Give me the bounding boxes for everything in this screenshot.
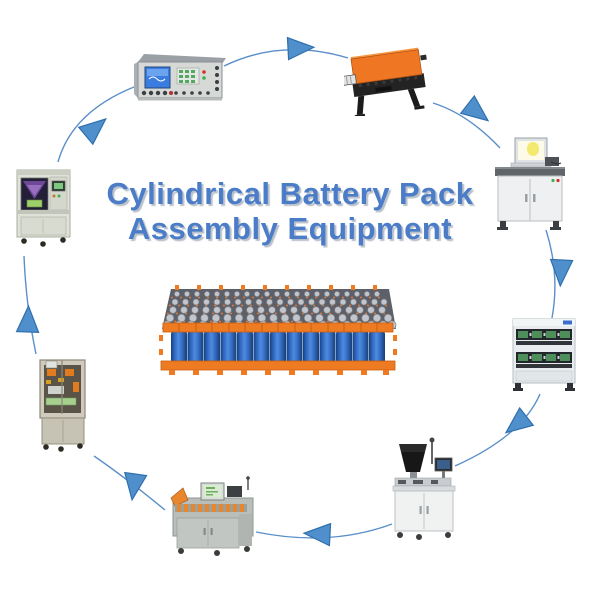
aging-module-row-2 [516,352,572,368]
heat-shrink-tunnel-machine [344,47,427,116]
hopper-body [401,452,425,472]
workstation-counter [495,167,565,176]
flow-line-8 [23,255,37,355]
aging-module-row-1 [516,329,572,345]
flow-arrowhead-8 [15,304,40,334]
pack-top-surface [162,289,396,329]
flow-line-1 [57,86,135,163]
diagram-title: Cylindrical Battery Pack Assembly Equipm… [60,176,520,246]
spot-welding-machine [39,359,86,452]
pack-front-cells [171,329,385,365]
battery-pack-image [159,285,397,375]
flow-line-5 [454,393,541,467]
flow-arrowhead-5 [504,406,535,434]
flow-arrowhead-1 [77,118,107,146]
hopper-top [399,444,427,452]
battery-capacity-tester [134,54,226,101]
pack-holder-rails [159,322,397,375]
tester-keypad [176,67,200,85]
welder-work-table [45,397,77,406]
aging-test-cabinet [512,318,576,391]
shrink-tunnel-heater [350,49,423,85]
shrink-tunnel-conveyor [344,74,357,87]
flow-arrowhead-2 [286,36,316,61]
flow-arrowhead-7 [123,471,148,502]
flow-arrowhead-3 [459,94,490,122]
feeding-sorting-machine [392,437,456,540]
flow-line-6 [255,523,393,539]
testing-workstation [495,137,565,230]
flow-arrowhead-6 [302,522,332,547]
title-line-2: Assembly Equipment [127,211,453,246]
battery-sorting-machine [170,476,254,556]
flow-arrowhead-4 [549,258,574,288]
sorter-slot-row [177,504,244,512]
title-line-1: Cylindrical Battery Pack [106,176,474,211]
sorter-left-guard [170,487,189,507]
flow-line-3 [432,102,501,149]
flow-line-2 [223,48,349,67]
flow-line-7 [93,455,166,511]
flow-line-4 [545,229,556,319]
laser-welding-machine [16,169,71,247]
